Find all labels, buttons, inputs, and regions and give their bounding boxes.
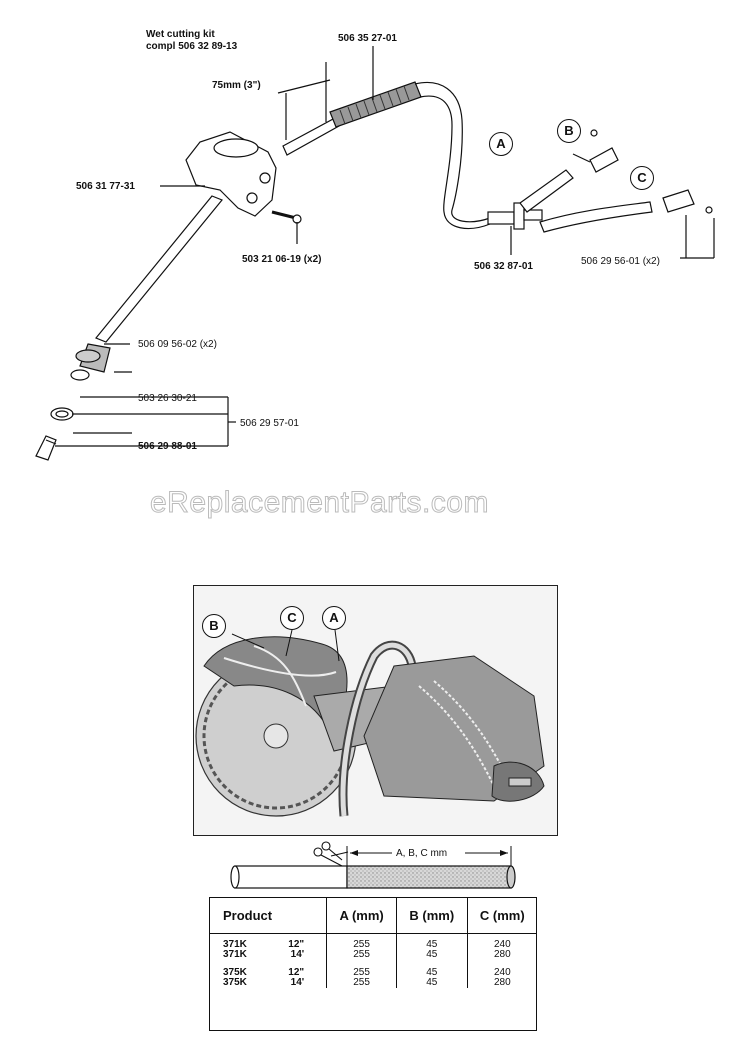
header-product: Product [209,897,327,934]
cell-b: 45 [396,950,468,960]
callout-a: A [489,132,513,156]
part-label-screw: 503 21 06-19 (x2) [242,254,322,265]
cell-b: 45 [396,933,468,950]
header-b: B (mm) [396,897,468,934]
cell-b: 45 [396,978,468,988]
screw-c [705,206,713,214]
hose-a [414,82,491,223]
cell-c: 280 [466,950,537,960]
part-label-nipple: 506 29 88-01 [138,441,197,452]
cell-a: 255 [326,968,397,978]
cell-a: 255 [326,950,397,960]
long-tube [95,195,223,343]
part-label-group: 506 29 57-01 [240,418,299,429]
cell-c: 280 [466,978,537,988]
screw [271,210,297,220]
hose-b [519,169,574,213]
saw-callout-c: C [280,606,304,630]
blade-guard [203,636,348,738]
fitting-b [589,147,619,173]
spec-table-header: Product A (mm) B (mm) C (mm) [209,897,537,934]
cell-b: 45 [396,968,468,978]
part-label-hose-sleeve: 506 35 27-01 [338,33,397,44]
cell-a: 255 [326,978,397,988]
part-label-t-connector: 506 32 87-01 [474,261,533,272]
kit-title-line2: compl 506 32 89-13 [146,41,238,52]
spec-table: Product A (mm) B (mm) C (mm) 371K 12" 25… [209,897,537,988]
part-label-washer: 503 26 30-21 [138,393,197,404]
table-row: 375K 12" 255 45 240 [209,968,537,978]
table-row: 371K 12" 255 45 240 [209,933,537,950]
cell-size: 14' [290,977,305,988]
saw-illustration: B C A [193,585,558,836]
cell-product: 371K [223,949,247,960]
cell-product: 375K [223,977,247,988]
part-label-nozzle-housing: 506 31 77-31 [76,181,135,192]
hose-a-inner [419,95,491,230]
cell-product: 375K [223,967,247,978]
cell-product: 371K [223,939,247,950]
hose-length-label: A, B, C mm [396,848,448,859]
cell-c: 240 [466,968,537,978]
saw-callout-a: A [322,606,346,630]
cell-a: 255 [326,933,397,950]
saw-drawing [194,586,557,835]
cell-size: 12" [288,939,305,950]
part-label-coupling: 506 09 56-02 (x2) [138,339,217,350]
callout-b: B [557,119,581,143]
part-label-clamps: 506 29 56-01 (x2) [581,256,660,267]
table-spacer [209,960,537,968]
t-connector-body [487,211,515,225]
table-row: 375K 14' 255 45 280 [209,978,537,988]
header-c: C (mm) [466,897,537,934]
hose-sleeve-plain [282,117,340,156]
header-a: A (mm) [326,897,397,934]
watermark: eReplacementParts.com [150,486,489,520]
kit-title-line1: Wet cutting kit [146,29,215,40]
callout-c: C [630,166,654,190]
dimension-arrow [277,79,331,94]
washer [50,407,74,421]
nipple [35,435,57,461]
hose-c [539,201,653,233]
table-row: 371K 14' 255 45 280 [209,950,537,960]
screw-b [590,129,598,137]
fitting-c [662,189,695,213]
cell-size: 14' [290,949,305,960]
saw-callout-b: B [202,614,226,638]
cell-c: 240 [466,933,537,950]
dimension-label: 75mm (3") [212,80,261,91]
cell-size: 12" [288,967,305,978]
